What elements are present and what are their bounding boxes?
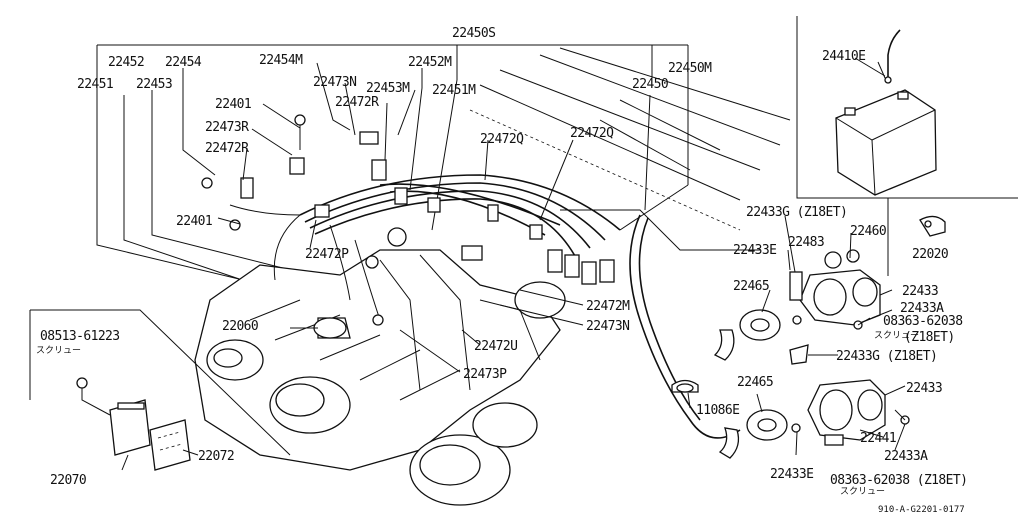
part-number-label: 22450 bbox=[632, 77, 668, 92]
part-number-label: 22472Q bbox=[570, 126, 614, 141]
part-number-label: 22450M bbox=[668, 61, 712, 76]
part-number-label: 22472R bbox=[205, 141, 249, 156]
part-number-label: 22070 bbox=[50, 473, 86, 488]
part-number-label: 22433E bbox=[770, 467, 813, 482]
part-number-label: 22460 bbox=[850, 224, 886, 239]
part-number-label: 22433A bbox=[900, 301, 944, 316]
part-number-label: 22433A bbox=[884, 449, 928, 464]
part-number-label: 22453M bbox=[366, 81, 410, 96]
part-number-label: 22472Q bbox=[480, 132, 524, 147]
screw-note: スクリュー bbox=[840, 486, 885, 497]
part-number-label: 22452 bbox=[108, 55, 144, 70]
part-number-label: 22433G (Z18ET) bbox=[836, 349, 937, 364]
part-number-label: 22450S bbox=[452, 26, 495, 41]
part-number-label: 08363-62038 (Z18ET) bbox=[830, 473, 967, 488]
part-number-label: 22472R bbox=[335, 95, 379, 110]
part-number-label: 22465 bbox=[737, 375, 773, 390]
part-number-label: 22433 bbox=[902, 284, 938, 299]
part-number-label: 22451 bbox=[77, 77, 113, 92]
part-number-label: 22472U bbox=[474, 339, 517, 354]
label-leaders bbox=[121, 57, 906, 471]
part-number-label: 22473P bbox=[463, 367, 507, 382]
battery-inset bbox=[796, 16, 1018, 276]
igniter-detail bbox=[29, 309, 291, 471]
part-number-label: 22433 bbox=[906, 381, 942, 396]
part-number-label: 22441 bbox=[860, 431, 896, 446]
part-number-label: 08513-61223 bbox=[40, 329, 120, 344]
screw-note: スクリュー bbox=[874, 330, 919, 341]
part-number-label: 22451M bbox=[432, 83, 476, 98]
part-number-label: 22433G (Z18ET) bbox=[746, 205, 847, 220]
screw-note: スクリュー bbox=[36, 345, 81, 356]
part-number-label: 22060 bbox=[222, 319, 258, 334]
part-number-label: 22401 bbox=[176, 214, 212, 229]
part-number-label: 22483 bbox=[788, 235, 824, 250]
engine-block bbox=[194, 249, 566, 506]
part-number-label: 22452M bbox=[408, 55, 452, 70]
part-number-label: 22472M bbox=[586, 299, 630, 314]
part-number-label: 22454 bbox=[165, 55, 202, 70]
part-number-label: 22465 bbox=[733, 279, 769, 294]
harness-clamps bbox=[201, 114, 615, 339]
part-number-label: 22473R bbox=[205, 120, 249, 135]
part-number-label: (Z18ET) bbox=[904, 330, 955, 345]
body-outline bbox=[469, 47, 791, 231]
part-number-label: 22020 bbox=[912, 247, 948, 262]
part-number-label: 22453 bbox=[136, 77, 172, 92]
part-number-label: 22473N bbox=[586, 319, 629, 334]
footer-code: 910-A-G2201-0177 bbox=[878, 505, 965, 515]
part-number-label: 22433E bbox=[733, 243, 776, 258]
part-number-label: 22473N bbox=[313, 75, 356, 90]
part-number-label: 22401 bbox=[215, 97, 251, 112]
part-number-label: 11086E bbox=[696, 403, 739, 418]
part-number-label: 22072 bbox=[198, 449, 234, 464]
part-number-label: 08363-62038 bbox=[883, 314, 963, 329]
part-number-label: 22454M bbox=[259, 53, 303, 68]
part-number-label: 24410E bbox=[822, 49, 865, 64]
part-number-label: 22472P bbox=[305, 247, 349, 262]
part-number-labels: 22450S 22452 22454 22454M 22452M 22451 22453 22… bbox=[40, 26, 968, 488]
